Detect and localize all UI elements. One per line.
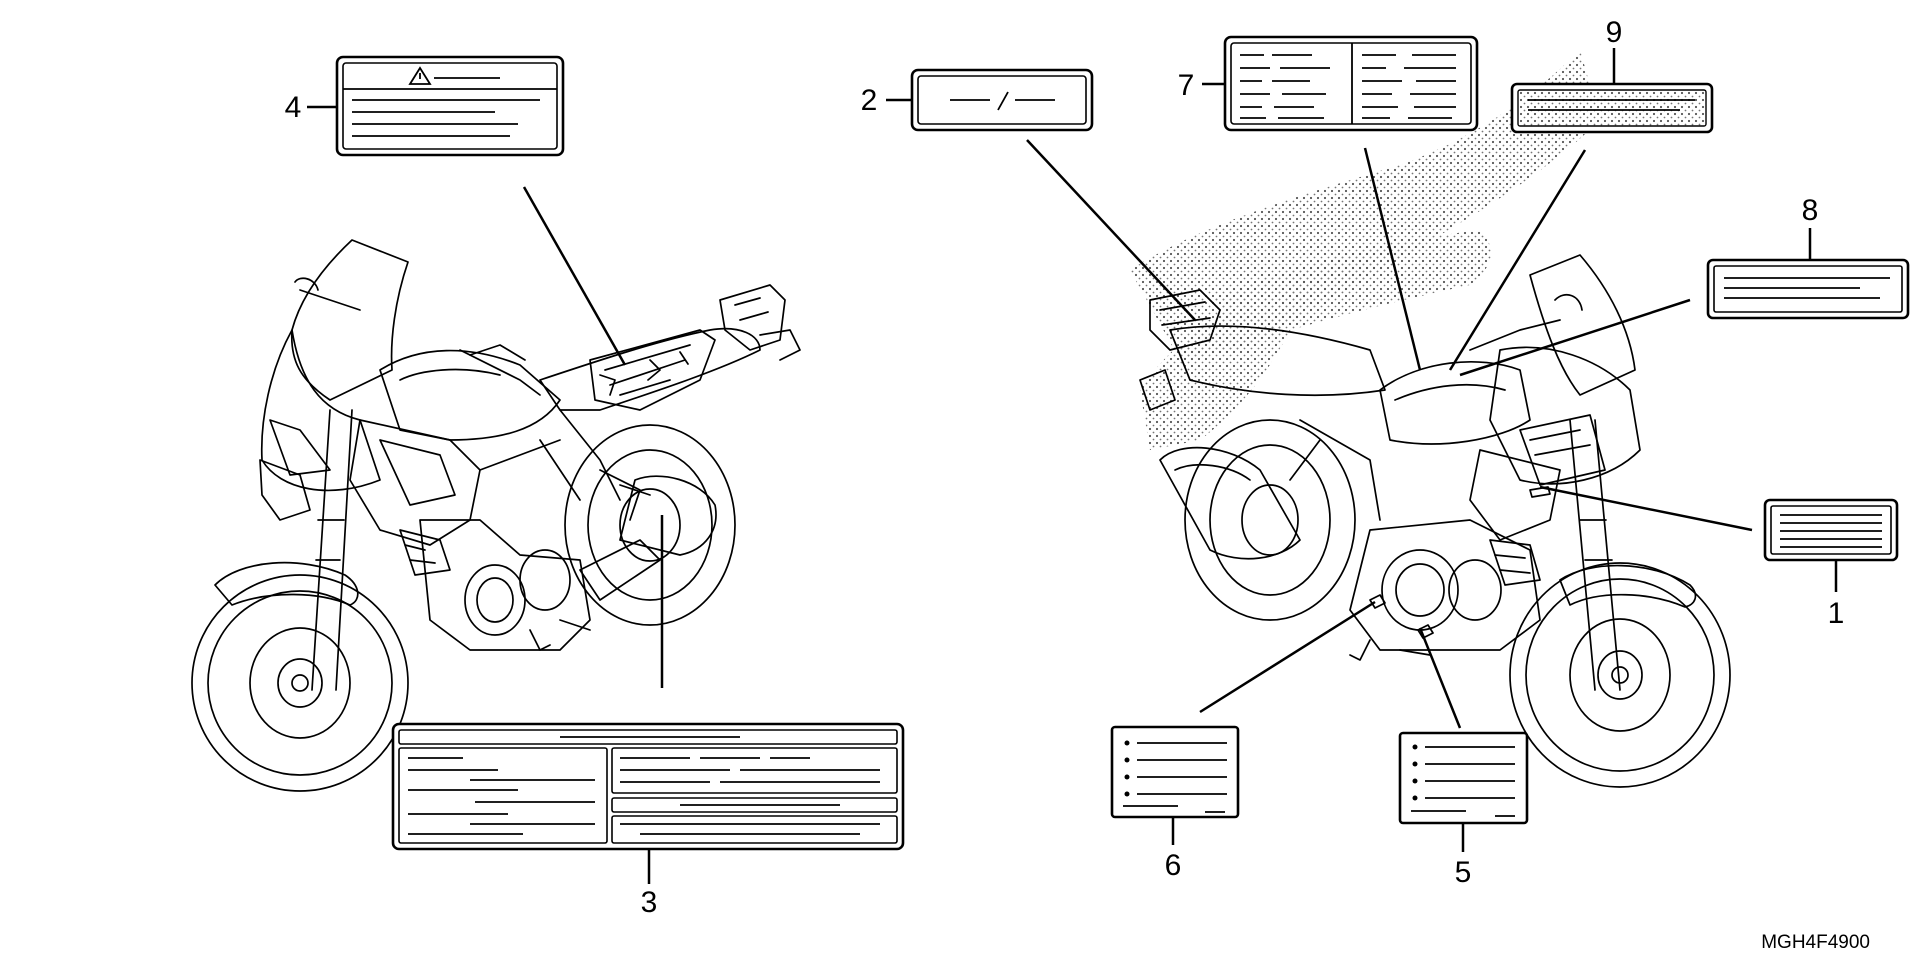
callout-2: 2 xyxy=(861,84,878,117)
diagram-code: MGH4F4900 xyxy=(1761,932,1870,953)
label-1 xyxy=(1763,498,1899,562)
bullet-dot-icon xyxy=(1412,744,1418,801)
stipple-highlight-rear xyxy=(1140,310,1290,450)
stipple-highlight-top xyxy=(1210,230,1491,340)
label-7-text-left xyxy=(1240,54,1330,119)
label-7-text-right xyxy=(1362,54,1456,119)
label-6 xyxy=(1110,725,1240,819)
leader-7 xyxy=(1363,147,1422,371)
leader-2 xyxy=(1026,139,1196,321)
leader-1 xyxy=(1539,485,1753,532)
leader-lines xyxy=(307,48,1838,884)
label-8 xyxy=(1706,258,1910,320)
front-wheel-right xyxy=(1509,562,1731,788)
callout-numbers: 1 2 3 4 5 6 7 8 9 xyxy=(285,16,1845,919)
label-2 xyxy=(910,68,1094,132)
leader-6 xyxy=(1199,600,1376,714)
leader-4 xyxy=(522,186,627,366)
callout-3: 3 xyxy=(641,886,658,919)
label-7 xyxy=(1223,35,1479,132)
warning-triangle-icon xyxy=(408,66,432,85)
callout-7: 7 xyxy=(1178,69,1195,102)
label-3 xyxy=(391,722,905,851)
engine-right xyxy=(1349,519,1541,651)
front-wheel-left xyxy=(191,574,409,792)
leader-9 xyxy=(1448,149,1587,371)
motorcycle-left-view xyxy=(191,239,801,792)
rear-wheel-left xyxy=(564,424,736,626)
callout-4: 4 xyxy=(285,91,302,124)
label-5 xyxy=(1398,731,1529,825)
leader-8 xyxy=(1459,298,1691,377)
callout-5: 5 xyxy=(1455,856,1472,889)
label-9 xyxy=(1510,82,1714,134)
bullet-dot-icon xyxy=(1124,740,1130,797)
rear-wheel-right xyxy=(1184,419,1356,621)
stipple-highlight-upper xyxy=(1130,50,1600,360)
engine-left xyxy=(399,519,591,651)
callout-6: 6 xyxy=(1165,849,1182,882)
leader-5 xyxy=(1418,627,1462,729)
motorcycle-right-view xyxy=(1130,50,1731,788)
callout-8: 8 xyxy=(1802,194,1819,227)
callout-9: 9 xyxy=(1606,16,1623,49)
label-4-warning xyxy=(335,55,565,157)
callout-1: 1 xyxy=(1828,597,1845,630)
